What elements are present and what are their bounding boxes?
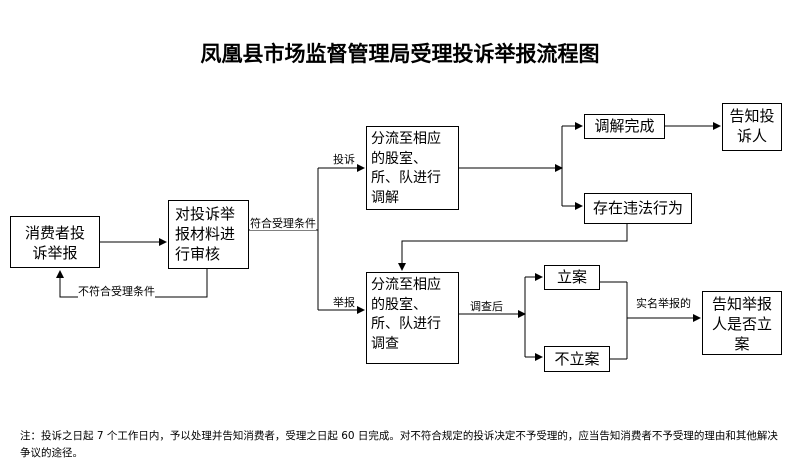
mediation-dispatch-box: 分流至相应的股室、所、队进行调解 xyxy=(366,126,459,210)
label-complaint: 投诉 xyxy=(333,153,355,166)
label-report: 举报 xyxy=(333,296,355,309)
footnote: 注：投诉之日起 7 个工作日内，予以处理并告知消费者，受理之日起 60 日完成。… xyxy=(20,430,778,459)
mediation-dispatch-text: 分流至相应的股室、所、队进行调解 xyxy=(371,131,441,206)
case-not-filed-text: 不立案 xyxy=(554,350,600,368)
mediation-complete-text: 调解完成 xyxy=(594,117,655,135)
investigation-dispatch-text: 分流至相应的股室、所、队进行调查 xyxy=(371,277,441,352)
case-not-filed-box: 不立案 xyxy=(544,346,610,372)
case-filed-text: 立案 xyxy=(556,268,587,286)
consumer-complaint-text: 消费者投诉举报 xyxy=(24,224,85,262)
notify-reporter-box: 告知举报人是否立案 xyxy=(702,291,782,355)
label-eligible: 符合受理条件 xyxy=(250,217,316,230)
case-filed-box: 立案 xyxy=(544,265,600,290)
notify-complainant-text: 告知投诉人 xyxy=(729,107,775,145)
investigation-dispatch-box: 分流至相应的股室、所、队进行调查 xyxy=(366,272,459,364)
material-review-text: 对投诉举报材料进行审核 xyxy=(175,205,236,263)
mediation-complete-box: 调解完成 xyxy=(584,114,665,139)
violation-text: 存在违法行为 xyxy=(592,199,683,217)
page-title: 凤凰县市场监督管理局受理投诉举报流程图 xyxy=(200,41,600,66)
notify-complainant-box: 告知投诉人 xyxy=(722,103,782,151)
label-after-investigation: 调查后 xyxy=(470,300,503,313)
notify-reporter-text: 告知举报人是否立案 xyxy=(711,295,772,353)
label-not-eligible: 不符合受理条件 xyxy=(78,285,155,298)
material-review-box: 对投诉举报材料进行审核 xyxy=(168,200,249,269)
violation-box: 存在违法行为 xyxy=(584,193,692,224)
label-real-name: 实名举报的 xyxy=(636,297,691,310)
consumer-complaint-box: 消费者投诉举报 xyxy=(10,216,100,268)
